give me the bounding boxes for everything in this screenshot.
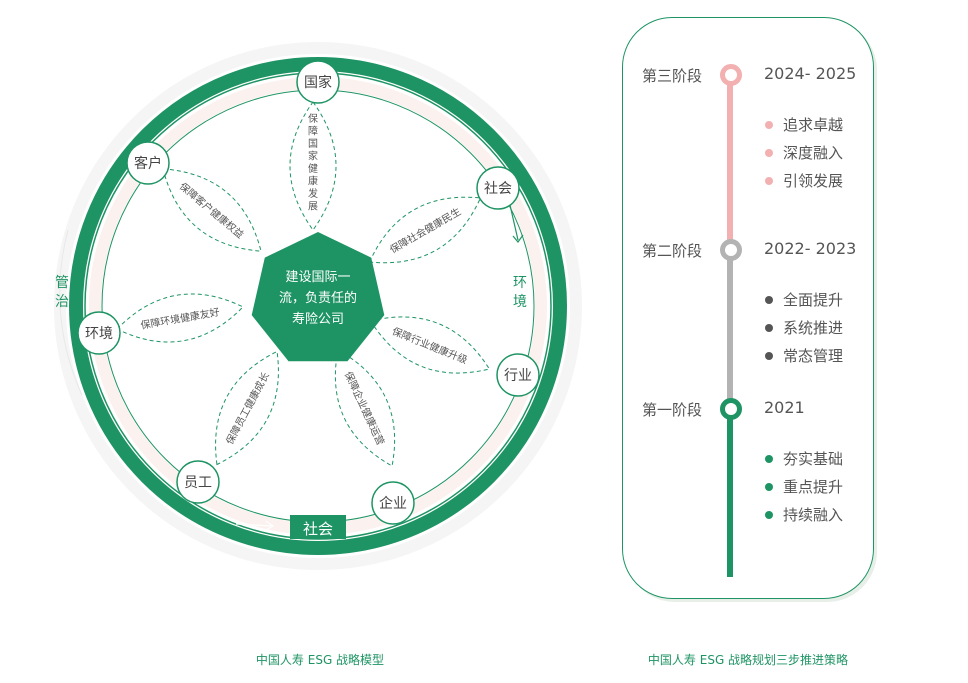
petal-outline bbox=[368, 196, 482, 264]
petal-0: 保障国家健康发展 bbox=[289, 101, 337, 231]
petal-label: 保障客户健康权益 bbox=[177, 180, 247, 241]
stage-item: 深度融入 bbox=[765, 142, 843, 163]
side-label-right-1: 环 bbox=[513, 275, 527, 291]
stage-item: 引领发展 bbox=[765, 170, 843, 191]
bullet-icon bbox=[765, 148, 773, 157]
petal-outline bbox=[116, 293, 244, 343]
stage-item: 夯实基础 bbox=[765, 448, 843, 469]
bullet-icon bbox=[765, 120, 773, 129]
stage-item-label: 追求卓越 bbox=[783, 116, 844, 134]
stage-item: 系统推进 bbox=[765, 317, 843, 338]
node-2: 行业 bbox=[496, 353, 540, 397]
bullet-icon bbox=[765, 482, 773, 491]
petal-4: 保障员工健康成长 bbox=[215, 350, 279, 466]
center-text-line-1: 建设国际一 bbox=[285, 270, 350, 285]
stage-item: 持续融入 bbox=[765, 504, 843, 525]
node-circle bbox=[296, 60, 340, 104]
node-label: 国家 bbox=[304, 74, 332, 91]
petal-label: 保障企业健康运营 bbox=[342, 369, 388, 447]
right-arrow-icon bbox=[509, 204, 524, 243]
stage-item: 重点提升 bbox=[765, 476, 843, 497]
stage-label: 第三阶段 bbox=[642, 67, 703, 85]
node-label: 环境 bbox=[85, 326, 113, 342]
petal-outline bbox=[369, 316, 491, 374]
bullet-icon bbox=[765, 176, 773, 185]
stage-item-label: 深度融入 bbox=[783, 144, 844, 162]
stage-item-label: 常态管理 bbox=[783, 347, 844, 365]
timeline-panel bbox=[622, 17, 874, 599]
esg-strategy-model-diagram: 社会 管 治 环 境 保障国家健康发展保障社会健康民生保障行业健康升级保障企业健… bbox=[55, 57, 567, 555]
timeline-caption: 中国人寿 ESG 战略规划三步推进策略 bbox=[647, 653, 849, 667]
stage-label: 第二阶段 bbox=[642, 242, 703, 260]
bullet-icon bbox=[765, 323, 773, 332]
node-label: 社会 bbox=[484, 181, 512, 197]
stage-label: 第一阶段 bbox=[642, 401, 703, 419]
stage-marker-icon bbox=[720, 64, 742, 86]
stage-marker-icon bbox=[720, 398, 742, 420]
node-label: 行业 bbox=[504, 368, 532, 384]
timeline-segment bbox=[727, 250, 733, 409]
node-1: 社会 bbox=[476, 166, 520, 210]
node-3: 企业 bbox=[371, 481, 415, 525]
node-5: 环境 bbox=[77, 311, 121, 355]
stage-item-label: 全面提升 bbox=[783, 291, 844, 309]
stage-item-label: 引领发展 bbox=[783, 172, 844, 190]
petal-label: 保障行业健康升级 bbox=[390, 324, 469, 366]
stage-years: 2022- 2023 bbox=[764, 239, 857, 258]
petal-outline bbox=[289, 101, 337, 231]
side-label-left-2: 治 bbox=[55, 294, 69, 310]
node-0: 国家 bbox=[296, 60, 340, 104]
bottom-label-bg bbox=[290, 515, 346, 539]
node-circle bbox=[371, 481, 415, 525]
side-label-left-1: 管 bbox=[55, 275, 69, 291]
timeline-segment bbox=[727, 75, 733, 250]
stage-marker-icon bbox=[720, 239, 742, 261]
node-circle bbox=[126, 141, 170, 185]
stage-item: 追求卓越 bbox=[765, 114, 843, 135]
petal-outline bbox=[162, 168, 262, 252]
model-caption: 中国人寿 ESG 战略模型 bbox=[255, 653, 385, 667]
petal-1: 保障社会健康民生 bbox=[368, 196, 482, 264]
stage-item-label: 持续融入 bbox=[783, 506, 844, 524]
bullet-icon bbox=[765, 295, 773, 304]
node-label: 企业 bbox=[379, 495, 407, 512]
center-text-line-2: 流，负责任的 bbox=[279, 290, 357, 306]
petal-outline bbox=[215, 350, 279, 466]
petal-outline bbox=[334, 349, 396, 467]
stage-item-label: 系统推进 bbox=[783, 319, 844, 337]
bullet-icon bbox=[765, 510, 773, 519]
stage-item-label: 夯实基础 bbox=[783, 450, 844, 468]
stage-years: 2021 bbox=[764, 398, 805, 417]
petal-label: 保障员工健康成长 bbox=[223, 370, 272, 447]
stage-item: 常态管理 bbox=[765, 345, 843, 366]
center-text-line-3: 寿险公司 bbox=[292, 312, 344, 327]
stage-item-label: 重点提升 bbox=[783, 478, 844, 496]
node-6: 客户 bbox=[126, 141, 170, 185]
petal-5: 保障环境健康友好 bbox=[116, 293, 244, 343]
bottom-arrow-icon bbox=[235, 520, 275, 531]
node-circle bbox=[77, 311, 121, 355]
petal-label: 保障社会健康民生 bbox=[387, 205, 463, 256]
timeline-segment bbox=[727, 409, 733, 577]
petal-label: 保障环境健康友好 bbox=[140, 305, 221, 332]
bullet-icon bbox=[765, 351, 773, 360]
node-circle bbox=[496, 353, 540, 397]
node-label: 员工 bbox=[184, 475, 212, 491]
node-4: 员工 bbox=[176, 460, 220, 504]
bullet-icon bbox=[765, 454, 773, 463]
left-arc-arrow bbox=[59, 229, 83, 396]
stage-item: 全面提升 bbox=[765, 289, 843, 310]
node-circle bbox=[176, 460, 220, 504]
side-label-right-2: 境 bbox=[513, 294, 527, 310]
side-label-bottom: 社会 bbox=[303, 520, 333, 538]
node-circle bbox=[476, 166, 520, 210]
petal-label: 保障国家健康发展 bbox=[308, 112, 318, 213]
node-label: 客户 bbox=[134, 155, 162, 172]
stage-years: 2024- 2025 bbox=[764, 64, 857, 83]
center-heptagon bbox=[251, 232, 385, 362]
